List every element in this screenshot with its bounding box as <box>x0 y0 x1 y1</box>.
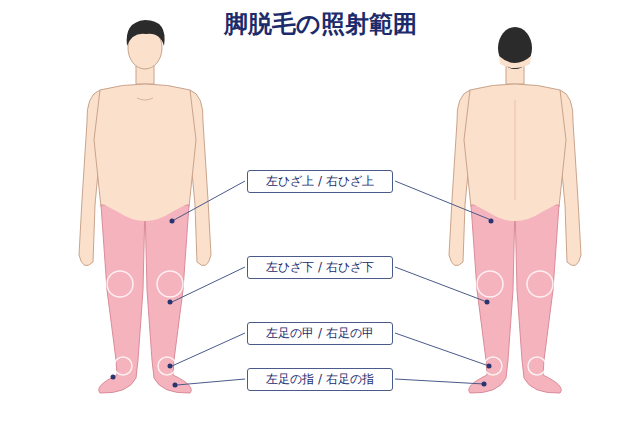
leader-line <box>172 181 491 385</box>
region-label-box: 左ひざ下 / 右ひざ下 <box>247 256 393 279</box>
region-label-box: 左ひざ上 / 右ひざ上 <box>247 170 393 193</box>
region-label: 左ひざ下 / 右ひざ下 <box>266 260 374 274</box>
diagram-title: 脚脱毛の照射範囲 <box>0 8 640 40</box>
region-label-box: 左足の甲 / 右足の甲 <box>247 322 393 345</box>
region-label: 左ひざ上 / 右ひざ上 <box>266 174 374 188</box>
region-label-box: 左足の指 / 右足の指 <box>247 368 393 391</box>
region-label: 左足の甲 / 右足の甲 <box>266 326 374 340</box>
target-dot <box>111 219 494 388</box>
region-label: 左足の指 / 右足の指 <box>266 372 374 386</box>
